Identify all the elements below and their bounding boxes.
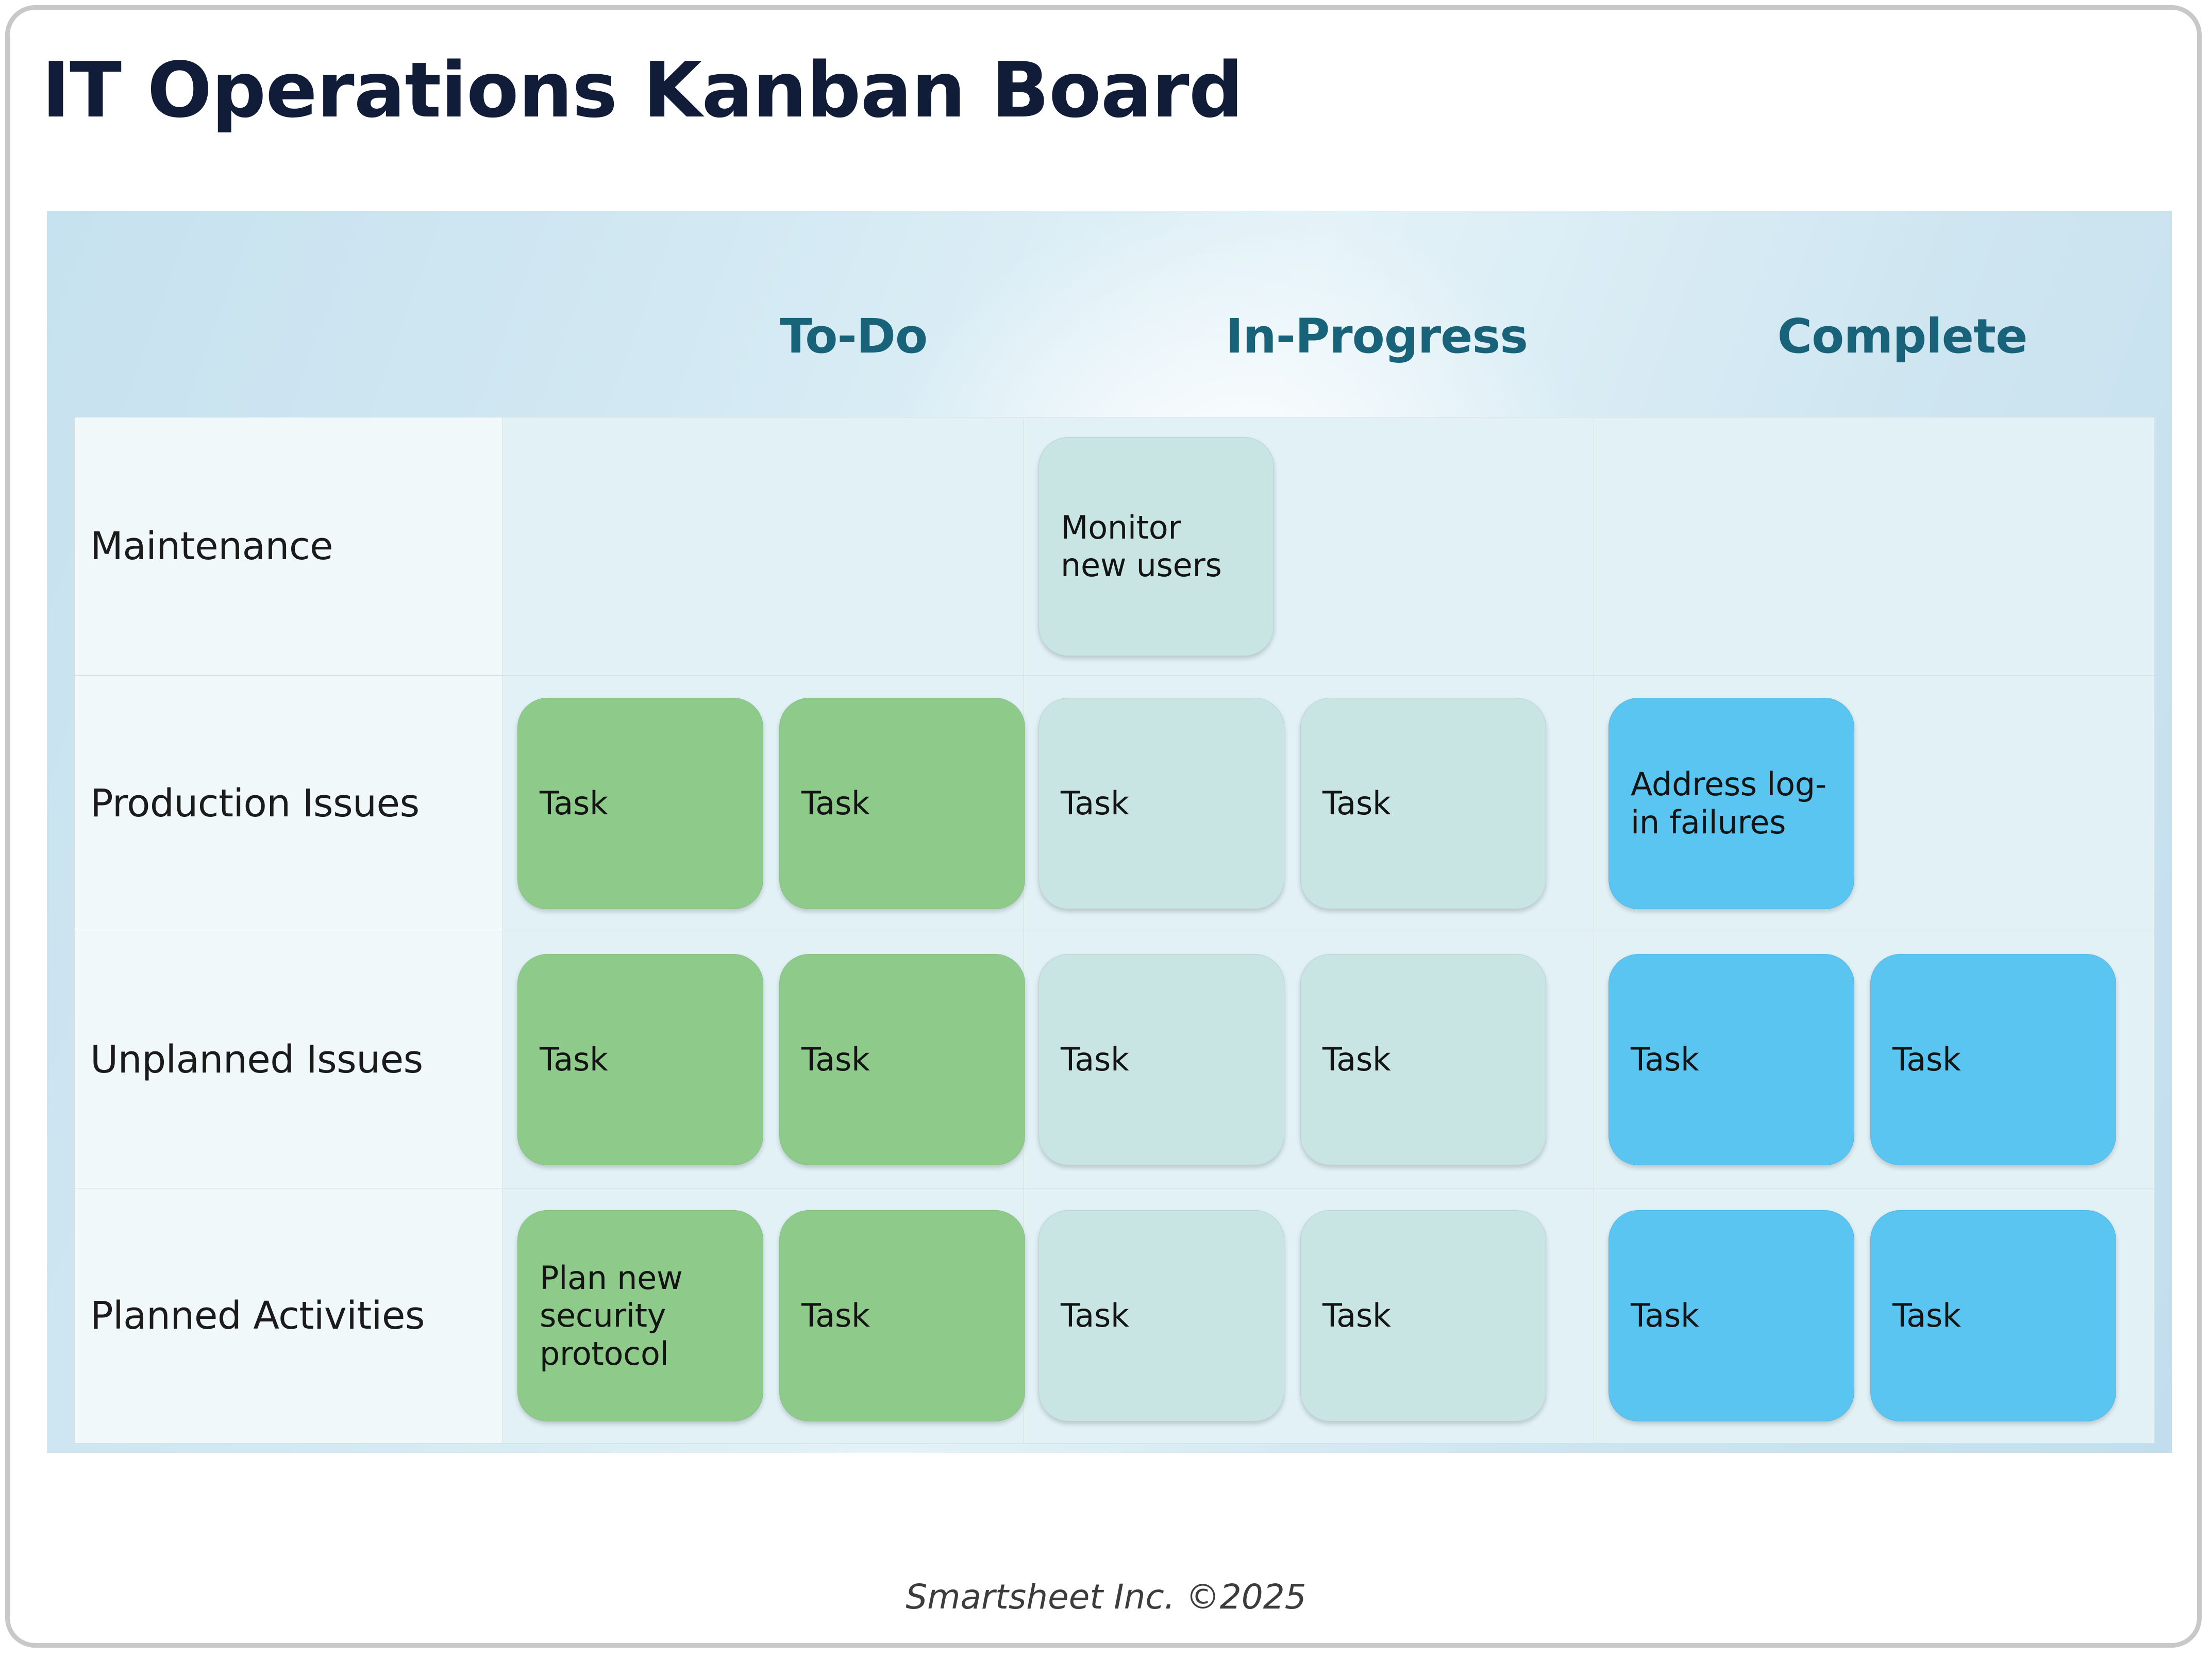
task-card[interactable]: Task	[1608, 1210, 1854, 1421]
card-stack: Monitor new users	[1024, 417, 1594, 675]
table-row: Unplanned Issues Task Task	[74, 931, 2155, 1188]
row-label-maintenance: Maintenance	[74, 417, 503, 676]
page-frame: IT Operations Kanban Board To-Do In-Prog…	[5, 5, 2202, 1648]
task-card[interactable]: Task	[1870, 1210, 2116, 1421]
card-stack: Address log-in failures	[1594, 676, 2154, 931]
cell-unplanned-issues-in-progress[interactable]: Task Task	[1024, 931, 1594, 1188]
task-card[interactable]: Task	[779, 1210, 1025, 1421]
task-card-label: Plan new security protocol	[540, 1259, 683, 1372]
row-label-unplanned-issues: Unplanned Issues	[74, 931, 503, 1188]
task-card[interactable]: Task	[1038, 954, 1284, 1165]
task-card[interactable]: Monitor new users	[1038, 437, 1274, 656]
task-card[interactable]: Task	[1038, 1210, 1284, 1421]
task-card-label: Task	[1892, 1297, 1961, 1335]
table-row: Production Issues Task Task	[74, 675, 2155, 931]
task-card[interactable]: Task	[1038, 697, 1284, 909]
cell-production-issues-in-progress[interactable]: Task Task	[1024, 675, 1594, 931]
task-card-label: Task	[1631, 1041, 1699, 1079]
card-stack: Task Task	[1024, 931, 1594, 1188]
task-card-label: Monitor new users	[1061, 508, 1222, 584]
task-card[interactable]: Task	[1608, 954, 1854, 1165]
card-stack	[1594, 417, 2154, 675]
cell-unplanned-issues-complete[interactable]: Task Task	[1594, 931, 2155, 1188]
row-label-production-issues: Production Issues	[74, 675, 503, 931]
task-card-label: Task	[540, 1041, 608, 1079]
table-row: Planned Activities Plan new security pro…	[74, 1188, 2155, 1444]
column-header-todo: To-Do	[779, 309, 928, 364]
card-stack: Plan new security protocol Task	[503, 1188, 1025, 1443]
page-title: IT Operations Kanban Board	[42, 46, 1244, 135]
task-card[interactable]: Plan new security protocol	[517, 1210, 763, 1421]
cell-maintenance-in-progress[interactable]: Monitor new users	[1024, 417, 1594, 676]
task-card[interactable]: Task	[1300, 954, 1546, 1165]
kanban-board-panel: To-Do In-Progress Complete Maintenance M…	[47, 211, 2172, 1453]
card-stack: Task Task	[1024, 676, 1594, 931]
cell-planned-activities-todo[interactable]: Plan new security protocol Task	[502, 1188, 1025, 1444]
task-card-label: Task	[801, 784, 870, 822]
task-card-label: Task	[801, 1297, 870, 1335]
task-card[interactable]: Task	[517, 697, 763, 909]
task-card[interactable]: Task	[1300, 697, 1546, 909]
task-card-label: Task	[1322, 784, 1391, 822]
task-card-label: Task	[1061, 1297, 1129, 1335]
task-card[interactable]: Task	[517, 954, 763, 1165]
card-stack: Task Task	[503, 931, 1025, 1188]
table-row: Maintenance Monitor new users	[74, 417, 2155, 676]
card-stack: Task Task	[1024, 1188, 1594, 1443]
task-card-label: Task	[1061, 1041, 1129, 1079]
card-stack: Task Task	[1594, 1188, 2154, 1443]
task-card[interactable]: Address log-in failures	[1608, 697, 1854, 909]
task-card-label: Task	[801, 1041, 870, 1079]
task-card-label: Address log-in failures	[1631, 765, 1826, 841]
row-label-planned-activities: Planned Activities	[74, 1188, 503, 1444]
card-stack	[503, 417, 1024, 675]
cell-planned-activities-complete[interactable]: Task Task	[1594, 1188, 2155, 1444]
cell-planned-activities-in-progress[interactable]: Task Task	[1024, 1188, 1594, 1444]
task-card[interactable]: Task	[779, 954, 1025, 1165]
card-stack: Task Task	[503, 676, 1025, 931]
column-header-in-progress: In-Progress	[1225, 309, 1528, 364]
column-header-complete: Complete	[1777, 309, 2028, 364]
cell-unplanned-issues-todo[interactable]: Task Task	[502, 931, 1025, 1188]
card-stack: Task Task	[1594, 931, 2154, 1188]
cell-production-issues-complete[interactable]: Address log-in failures	[1594, 675, 2155, 931]
task-card[interactable]: Task	[1300, 1210, 1546, 1421]
task-card[interactable]: Task	[1870, 954, 2116, 1165]
task-card-label: Task	[1322, 1297, 1391, 1335]
column-header-row: To-Do In-Progress Complete	[47, 309, 2172, 376]
task-card-label: Task	[540, 784, 608, 822]
cell-maintenance-complete[interactable]	[1594, 417, 2155, 676]
footer-copyright: Smartsheet Inc. ©2025	[906, 1577, 1306, 1617]
cell-production-issues-todo[interactable]: Task Task	[502, 675, 1025, 931]
task-card-label: Task	[1892, 1041, 1961, 1079]
task-card-label: Task	[1061, 784, 1129, 822]
cell-maintenance-todo[interactable]	[502, 417, 1024, 676]
kanban-grid: Maintenance Monitor new users	[74, 417, 2155, 1444]
task-card[interactable]: Task	[779, 697, 1025, 909]
task-card-label: Task	[1322, 1041, 1391, 1079]
task-card-label: Task	[1631, 1297, 1699, 1335]
